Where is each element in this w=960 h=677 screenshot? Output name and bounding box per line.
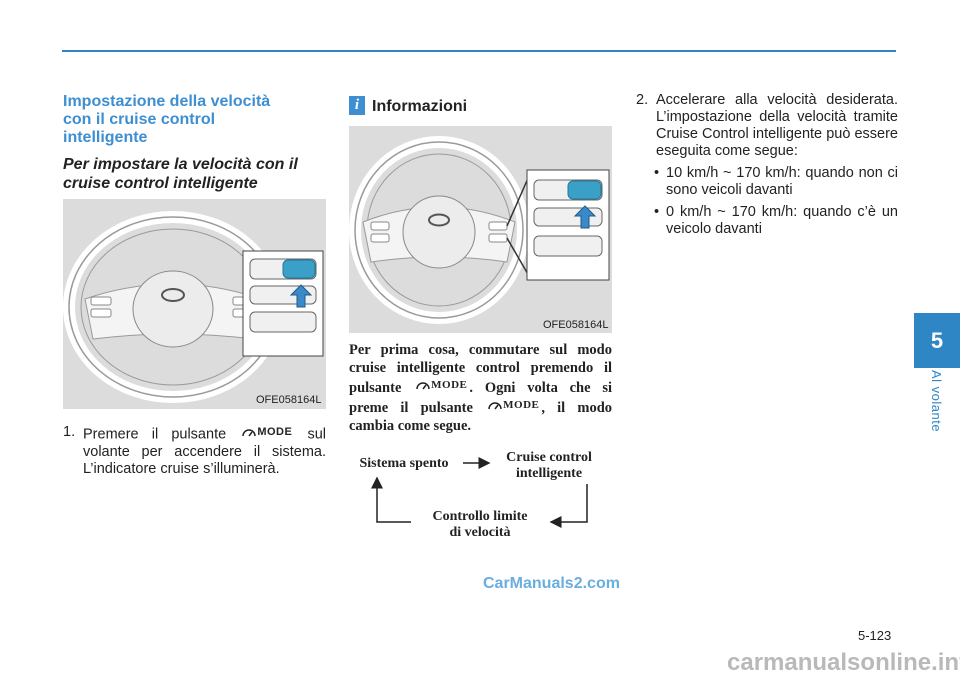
step-1-text-after: sul volante per accendere il sistema. L’… bbox=[83, 426, 327, 477]
step-2-text: Accelerare alla velocità desiderata. L’i… bbox=[656, 92, 898, 159]
diagram-limit-label: Controllo limite di velocità bbox=[414, 509, 546, 541]
cruise-icon bbox=[416, 382, 430, 390]
steering-wheel-figure-left bbox=[63, 199, 326, 409]
steering-wheel-illustration bbox=[349, 136, 610, 324]
section-title: Impostazione della velocità con il cruis… bbox=[63, 93, 271, 146]
bullet-text: 10 km/h ~ 170 km/h: quando non ci sono v… bbox=[666, 165, 898, 198]
step-1-number: 1. bbox=[63, 424, 76, 440]
section-subtitle: Per impostare la velocità con il cruise … bbox=[63, 156, 298, 192]
mode-button-label: MODE bbox=[431, 379, 468, 391]
page-number: 5-123 bbox=[858, 628, 892, 643]
steering-wheel-illustration bbox=[63, 211, 324, 403]
mode-button-glyph: MODE bbox=[241, 424, 292, 441]
mode-button-label: MODE bbox=[503, 399, 540, 412]
diagram-limit-line1: Controllo limite bbox=[432, 509, 528, 524]
step-1-text-before: Premere il pulsante bbox=[83, 426, 227, 443]
diagram-cruise-label: Cruise control intelligente bbox=[488, 450, 610, 482]
step-1: 1. Premere il pulsante MODE sul volante … bbox=[63, 424, 326, 478]
info-para-part3: , il modo cambia come segue. bbox=[349, 400, 613, 434]
figure-label-left: OFE058164L bbox=[256, 394, 322, 406]
step-2: 2. Accelerare alla velocità desiderata. … bbox=[636, 92, 898, 238]
info-icon: i bbox=[349, 96, 365, 115]
diagram-limit-line2: di velocità bbox=[449, 525, 511, 540]
steering-wheel-figure-info bbox=[349, 126, 612, 333]
mode-button-glyph: MODE bbox=[487, 397, 539, 415]
chapter-name: Al volante bbox=[929, 370, 944, 433]
info-title: Informazioni bbox=[372, 98, 468, 115]
diagram-off-label: Sistema spento bbox=[359, 456, 449, 471]
cruise-icon bbox=[488, 402, 502, 410]
mode-cycle-arrows bbox=[371, 457, 588, 528]
mode-button-glyph: MODE bbox=[415, 377, 467, 395]
bullet-text: 0 km/h ~ 170 km/h: quando c’è un veicolo… bbox=[666, 204, 898, 237]
watermark-top: CarManuals2.com bbox=[483, 575, 620, 592]
arrow-cruise-to-limit bbox=[549, 484, 588, 528]
cruise-icon bbox=[242, 428, 257, 436]
chapter-number-tab: 5 bbox=[914, 313, 960, 368]
diagram-cruise-line2: intelligente bbox=[515, 466, 583, 481]
figure-label-info: OFE058164L bbox=[543, 319, 609, 331]
list-item: • 0 km/h ~ 170 km/h: quando c’è un veico… bbox=[654, 204, 898, 237]
info-para-part2: . Ogni volta che si preme il pulsante bbox=[349, 379, 612, 416]
diagram-cruise-line1: Cruise control bbox=[506, 450, 592, 465]
watermark-bottom: carmanualsonline.info bbox=[727, 649, 960, 676]
mode-button-label: MODE bbox=[257, 426, 293, 438]
info-paragraph: Per prima cosa, commutare sul modo cruis… bbox=[349, 342, 612, 435]
list-item: • 10 km/h ~ 170 km/h: quando non ci sono… bbox=[654, 165, 898, 198]
arrow-limit-to-off bbox=[371, 476, 411, 523]
step-2-number: 2. bbox=[636, 92, 649, 108]
top-rule bbox=[62, 50, 896, 52]
info-para-part1: Per prima cosa, commutare sul modo cruis… bbox=[349, 342, 612, 396]
